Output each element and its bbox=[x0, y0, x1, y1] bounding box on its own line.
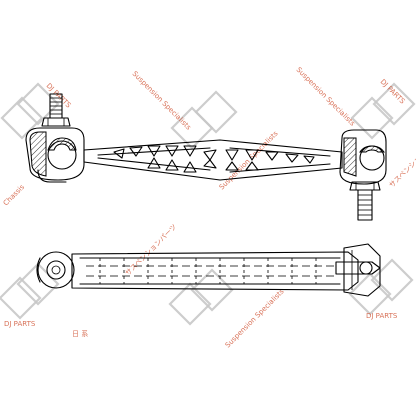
watermark-logo-top-center bbox=[170, 90, 238, 150]
watermark-tagline-text-bottom: Suspension Specialists bbox=[224, 287, 286, 349]
watermark-tagline-text-center: Suspension Specialists bbox=[218, 129, 280, 191]
stabilizer-link-drawing bbox=[25, 93, 387, 221]
watermark-logo-bottom-right bbox=[348, 258, 414, 316]
watermark-logo-top-right bbox=[350, 82, 416, 140]
watermark-tagline-text: Suspension Specialists bbox=[131, 70, 193, 132]
watermark-tagline-text-right: Suspension Specialists bbox=[295, 66, 357, 128]
watermark-brand-text-bottom-right: DJ PARTS bbox=[366, 312, 398, 320]
watermark-jp-text: サスペンションパーツ bbox=[124, 223, 179, 278]
watermark-chassis-text: Chassis bbox=[2, 183, 27, 208]
watermark-logo-bottom-center bbox=[168, 268, 234, 326]
watermark-logo-bottom-left bbox=[0, 262, 60, 320]
stabilizer-link-top-view bbox=[36, 243, 381, 297]
watermark-jp-short-text: 日 系 bbox=[72, 329, 88, 338]
watermark-jp-text-right: サスペンションパーツ bbox=[388, 135, 416, 190]
watermark-brand-text-bottom-left: DJ PARTS bbox=[4, 320, 36, 328]
watermark-logo-top-left bbox=[0, 82, 60, 140]
